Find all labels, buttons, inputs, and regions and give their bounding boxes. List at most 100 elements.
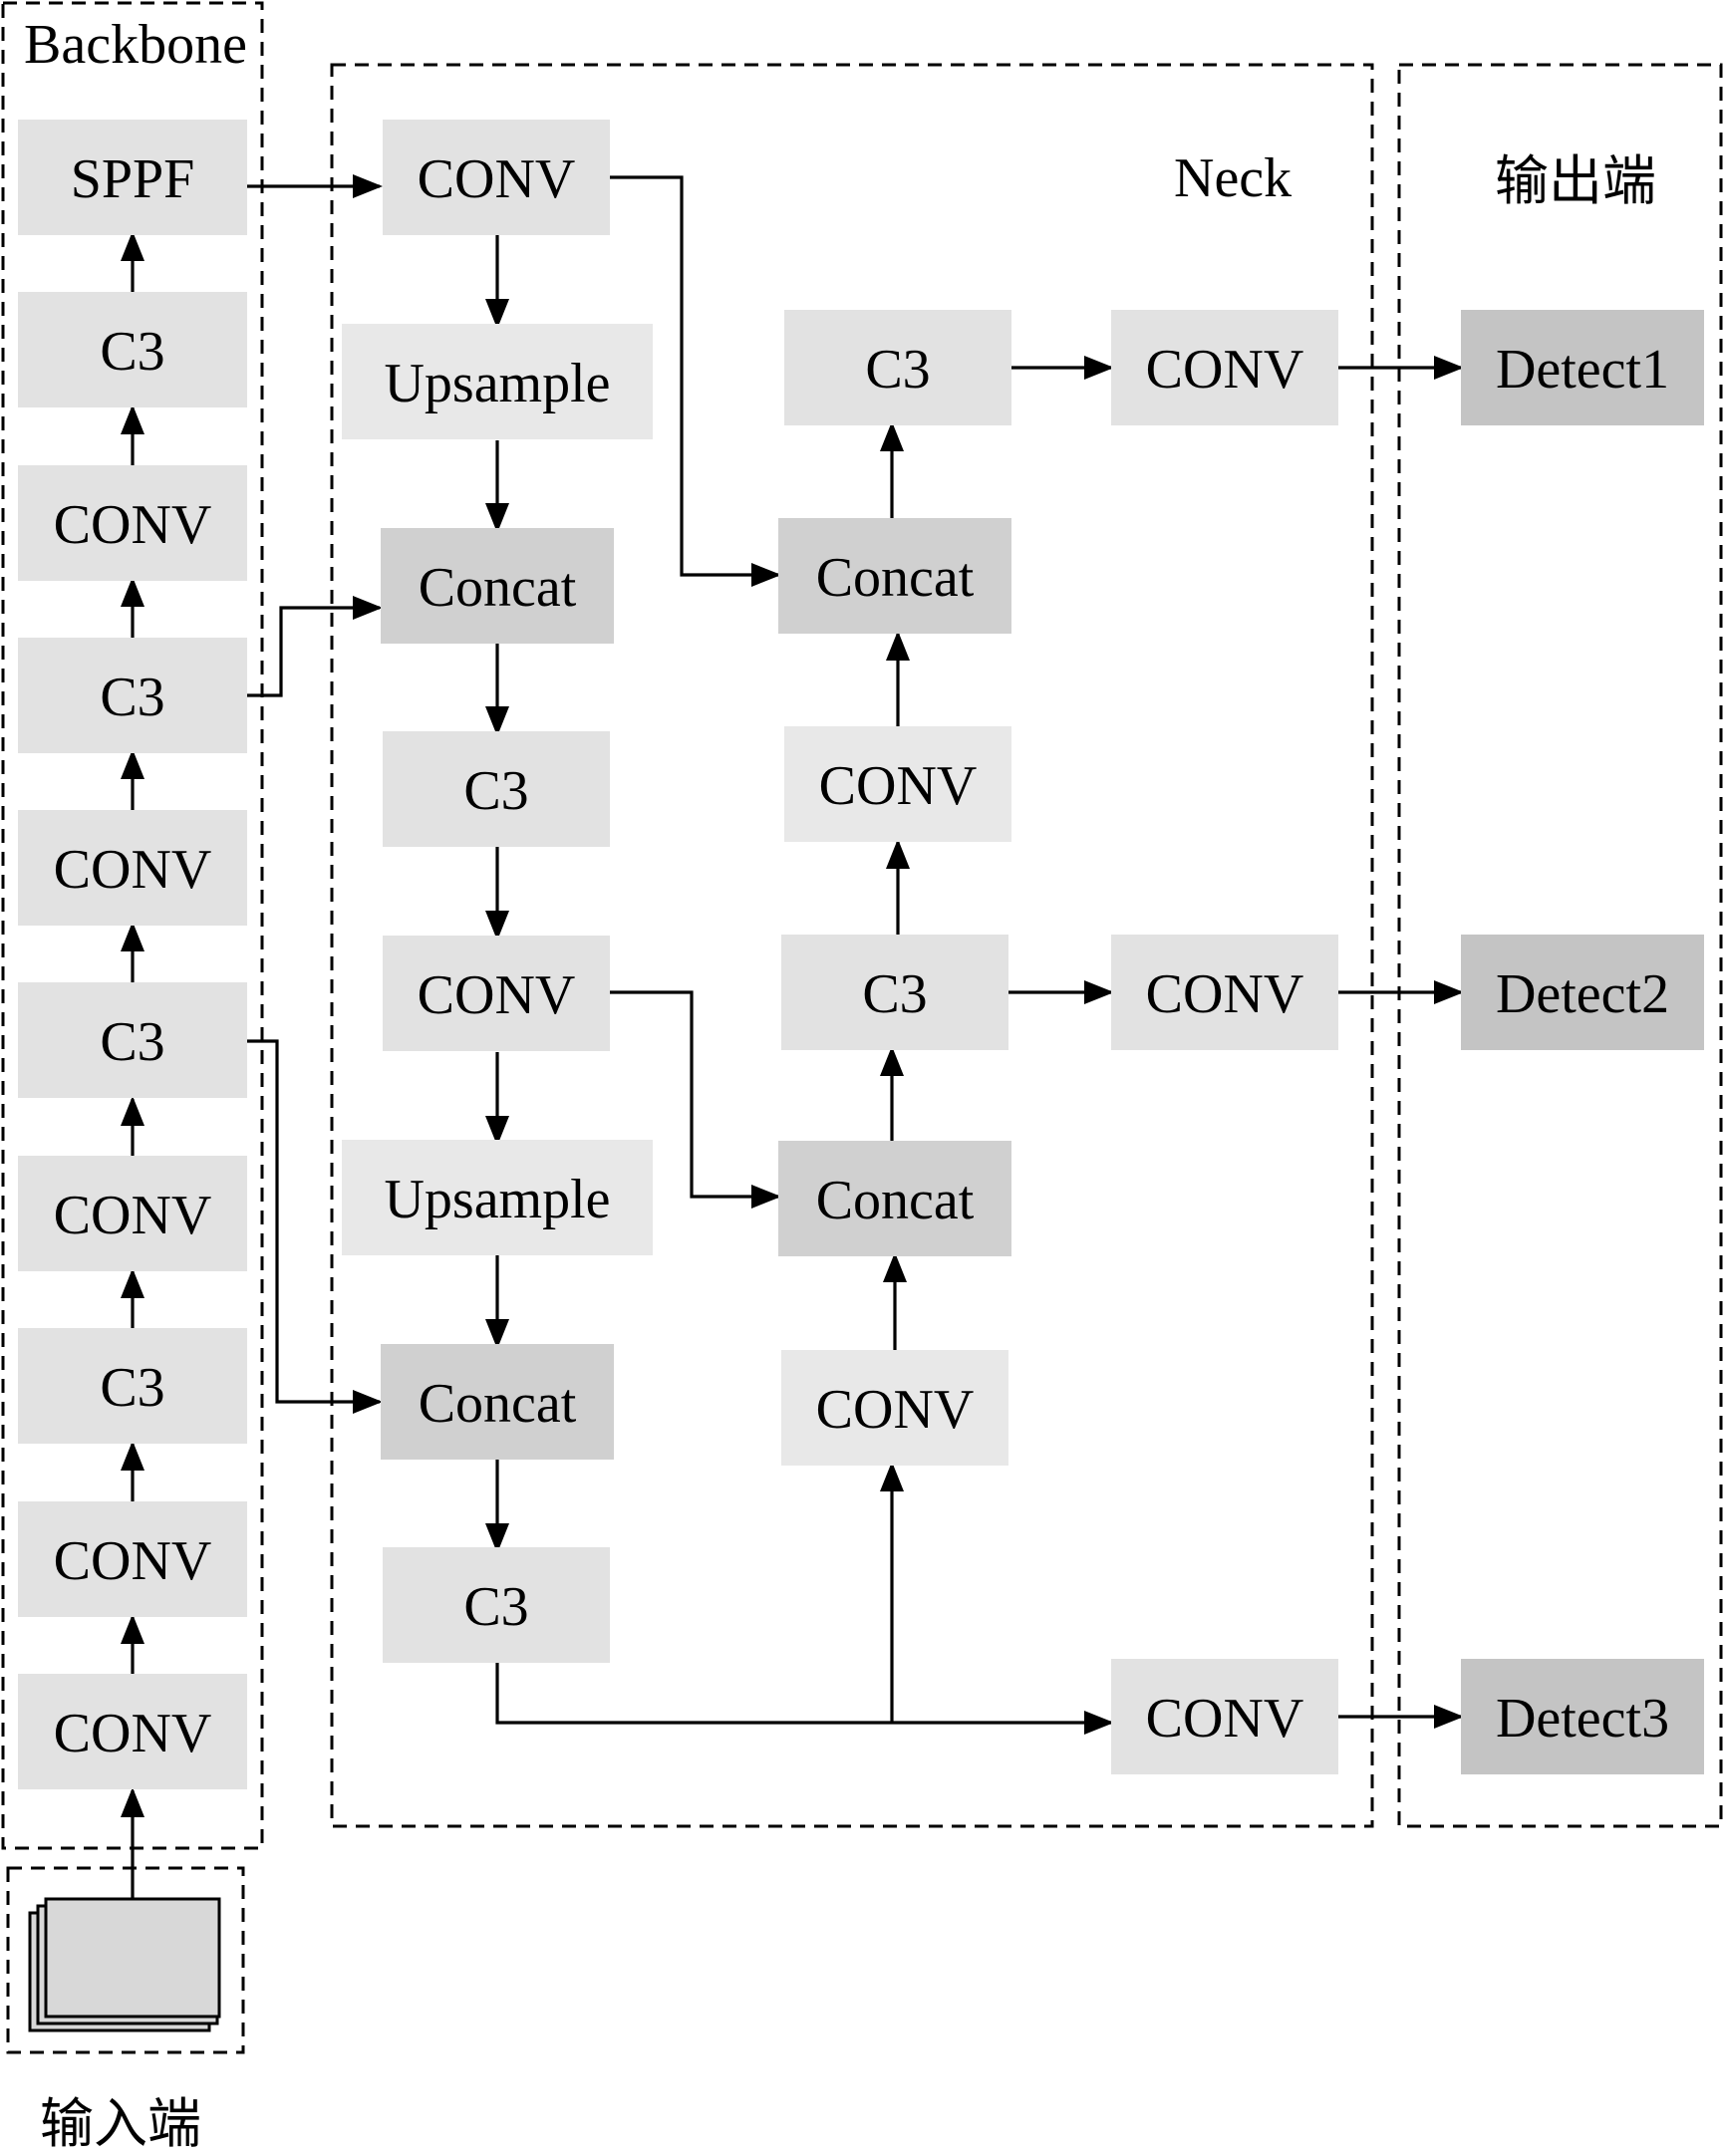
node-label: C3 [862, 963, 927, 1025]
node-b-c3-3: C3 [18, 638, 247, 753]
node-box [18, 1501, 247, 1617]
node-box [1461, 1659, 1704, 1774]
node-label: Concat [419, 557, 577, 619]
node-box [383, 120, 610, 235]
input-group [6, 1866, 245, 2054]
node-b-conv-2: CONV [18, 1501, 247, 1617]
node-box [18, 120, 247, 235]
node-box [1111, 310, 1338, 425]
node-box [781, 935, 1008, 1050]
output-label: 输出端 [1495, 149, 1656, 212]
node-label: CONV [418, 148, 576, 210]
node-b-c3-2: C3 [18, 982, 247, 1098]
edge-nconv2-to-concat-mid [610, 990, 781, 1209]
node-n-conv-1: CONV [383, 120, 610, 235]
output-group [1397, 63, 1723, 1828]
node-n-concat-1: Concat [381, 528, 614, 644]
edge-nconv1-to-concat-top [610, 175, 781, 587]
node-label: Concat [419, 1373, 577, 1435]
node-box [1111, 935, 1338, 1050]
node-box [383, 1547, 610, 1663]
node-box [1111, 1659, 1338, 1774]
node-m-concat-mid: Concat [778, 1141, 1011, 1256]
node-box [18, 638, 247, 753]
input-image-stack-icon [28, 1897, 221, 2032]
node-b-conv-4: CONV [18, 810, 247, 926]
node-box [342, 1140, 653, 1255]
node-box [18, 1674, 247, 1789]
node-detect1: Detect1 [1461, 310, 1704, 425]
node-n-concat-2: Concat [381, 1344, 614, 1460]
node-box [1461, 935, 1704, 1050]
node-label: SPPF [71, 148, 195, 210]
node-r-conv-2: CONV [1111, 935, 1338, 1050]
node-label: CONV [1146, 1688, 1304, 1750]
node-box [18, 1156, 247, 1271]
node-label: CONV [816, 1379, 975, 1441]
node-b-sppf: SPPF [18, 120, 247, 235]
node-n-c3-1: C3 [383, 731, 610, 847]
node-r-conv-1: CONV [1111, 310, 1338, 425]
node-box [784, 310, 1011, 425]
node-b-c3-1: C3 [18, 1328, 247, 1444]
node-label: CONV [418, 964, 576, 1026]
node-label: C3 [463, 760, 528, 822]
node-label: CONV [54, 839, 212, 901]
node-label: CONV [54, 494, 212, 556]
edge-b-c3-3-to-concat1 [247, 596, 383, 697]
node-box [18, 465, 247, 581]
node-m-c3-top: C3 [784, 310, 1011, 425]
node-b-c3-4: C3 [18, 292, 247, 407]
neck-label: Neck [1174, 147, 1292, 209]
node-label: CONV [54, 1703, 212, 1764]
node-label: CONV [54, 1530, 212, 1592]
node-r-conv-3: CONV [1111, 1659, 1338, 1774]
edge-b-c3-2-to-concat2 [247, 1039, 383, 1414]
edges [121, 174, 1464, 1899]
node-b-conv-5: CONV [18, 465, 247, 581]
node-label: CONV [1146, 963, 1304, 1025]
node-box [381, 1344, 614, 1460]
node-box [383, 731, 610, 847]
node-box [18, 1328, 247, 1444]
node-detect3: Detect3 [1461, 1659, 1704, 1774]
node-b-conv-3: CONV [18, 1156, 247, 1271]
node-label: Detect3 [1496, 1688, 1669, 1750]
input-label: 输入端 [40, 2092, 201, 2155]
node-label: CONV [1146, 339, 1304, 401]
node-m-conv-b: CONV [781, 1350, 1008, 1466]
node-box [18, 292, 247, 407]
node-box [1461, 310, 1704, 425]
node-label: Upsample [384, 353, 610, 414]
node-box [342, 324, 653, 439]
node-label: C3 [100, 667, 164, 728]
node-box [18, 982, 247, 1098]
node-detect2: Detect2 [1461, 935, 1704, 1050]
node-box [778, 1141, 1011, 1256]
node-box [778, 518, 1011, 634]
node-label: Upsample [384, 1169, 610, 1230]
backbone-label: Backbone [24, 14, 247, 76]
node-label: Detect1 [1496, 339, 1669, 401]
node-box [781, 1350, 1008, 1466]
node-label: Concat [816, 547, 975, 609]
node-box [784, 726, 1011, 842]
node-label: C3 [100, 1357, 164, 1419]
node-m-c3-mid: C3 [781, 935, 1008, 1050]
node-label: CONV [54, 1185, 212, 1246]
node-label: C3 [865, 339, 930, 401]
node-m-conv-a: CONV [784, 726, 1011, 842]
node-box [383, 936, 610, 1051]
node-label: C3 [100, 321, 164, 383]
node-box [18, 810, 247, 926]
node-m-concat-top: Concat [778, 518, 1011, 634]
node-label: C3 [463, 1576, 528, 1638]
node-label: Detect2 [1496, 963, 1669, 1025]
node-b-conv-1: CONV [18, 1674, 247, 1789]
node-n-conv-2: CONV [383, 936, 610, 1051]
node-label: C3 [100, 1011, 164, 1073]
node-n-upsample-2: Upsample [342, 1140, 653, 1255]
node-label: CONV [819, 755, 978, 817]
node-n-c3-2: C3 [383, 1547, 610, 1663]
